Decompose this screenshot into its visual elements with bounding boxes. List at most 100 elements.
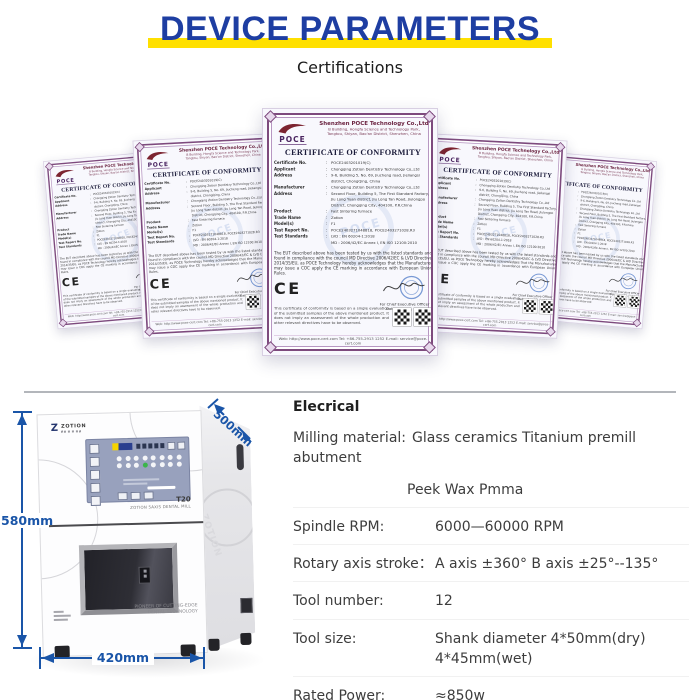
signature-squiggle — [608, 277, 638, 283]
cert-field-row: Address:Second Floor, Building 5, The Fi… — [274, 191, 431, 208]
certificate-content: POCE POCE Shenzhen POCE Technology Co.,L… — [426, 143, 562, 334]
spec-label: Milling material: — [293, 430, 406, 446]
cert-mid-row: CE For Chief Executive Officer Date : Ap… — [274, 275, 431, 311]
cert-field-separator: : — [326, 160, 328, 166]
company-address: B Building, Hongfa Science and Technolog… — [328, 127, 420, 132]
certificate-header: POCE Shenzhen POCE Technology Co.,Ltd B … — [435, 143, 562, 170]
certificate: POCE POCE Shenzhen POCE Technology Co.,L… — [416, 133, 568, 339]
cert-field-separator: : — [326, 166, 328, 172]
z-logo-icon: Z — [50, 422, 59, 435]
cert-field-row: Trade Name:Zotion — [274, 215, 431, 221]
qr-code-icon — [413, 307, 431, 327]
cert-field-row: Address:9-6, Building 5, No. 69, Jiuchen… — [274, 173, 431, 185]
qr-code-icon — [613, 293, 628, 308]
cert-footer: This certificate of conformity is based … — [274, 306, 431, 335]
spec-rows: Milling material:Glass ceramics Titanium… — [293, 419, 689, 700]
cert-field-separator: : — [326, 173, 328, 178]
section-subtitle: Certifications — [297, 58, 403, 77]
cert-field-separator: : — [326, 227, 328, 233]
qr-code-icon — [245, 293, 262, 310]
spec-value: 12 — [435, 593, 453, 610]
panel-text-line — [123, 478, 160, 482]
power-port-icon — [240, 598, 252, 613]
cert-footer-text: This certificate of conformity is based … — [274, 306, 389, 325]
certificate-image-4: POCE POCE Shenzhen POCE Technology Co.,L… — [416, 133, 568, 339]
certificate: POCE POCE Shenzhen POCE Technology Co.,L… — [132, 133, 284, 339]
eagle-icon — [278, 124, 306, 134]
certificate-header: POCE Shenzhen POCE Technology Co.,Ltd B … — [52, 159, 161, 186]
qr-code-icon — [392, 307, 412, 327]
cert-field-label: Test Standards — [274, 234, 308, 239]
cert-field-row: Test Report No.:POCE2403271048818, POCE2… — [274, 227, 431, 233]
qr-codes — [613, 293, 642, 315]
certificate-border: POCE POCE Shenzhen POCE Technology Co.,L… — [420, 137, 564, 335]
stamp-icon — [383, 275, 425, 300]
qr-code-icon — [627, 294, 642, 309]
spec-value: 6000—60000 RPM — [435, 518, 564, 535]
header: DEVICE PARAMETERS Certifications — [0, 0, 700, 77]
cert-field-row: Product:Fast Sintering furnace — [274, 209, 431, 215]
panel-side-buttons — [89, 443, 101, 507]
window-latch-icon — [138, 566, 151, 584]
certificate: POCE POCE Shenzhen POCE Technology Co.,L… — [262, 108, 438, 356]
logo-text: POCE — [279, 135, 306, 144]
spec-value: Glass ceramics Titanium premill abutment — [293, 430, 637, 467]
certificate-border: POCE POCE Shenzhen POCE Technology Co.,L… — [267, 113, 433, 351]
spec-label: Spindle RPM: — [293, 518, 385, 535]
signature-block: For Chief Executive Officer Date : Apr 0… — [510, 271, 555, 302]
cert-field-row: Manufacturer:Chongqing Zotion Dentistry … — [274, 185, 431, 191]
cert-fields: Certificate No.:POCE2403201019(C)Applica… — [144, 175, 274, 254]
control-panel — [85, 436, 191, 507]
poce-watermark-icon: POCE — [323, 195, 394, 266]
stamp-icon — [608, 273, 638, 290]
cert-field-label: Product — [274, 209, 292, 214]
cert-field-row: Test Standards:LVD : EN 60204-1:2018 — [274, 234, 431, 240]
poce-logo-icon: POCE — [143, 148, 174, 170]
cert-field-value: Second Floor, Building 5, The First Stan… — [331, 191, 430, 208]
cert-field-row: Model(s):F1 — [274, 221, 431, 227]
cert-field-label: Address — [274, 173, 293, 178]
cert-field-label: Address — [274, 191, 293, 196]
poce-logo-icon: POCE — [435, 143, 466, 165]
cert-field-label: Applicant — [274, 166, 296, 172]
certificate-image-2: POCE POCE Shenzhen POCE Technology Co.,L… — [132, 133, 284, 339]
brand-subtext — [61, 430, 82, 433]
cert-field-value: F1 — [331, 221, 336, 227]
title-block: DEVICE PARAMETERS — [0, 8, 700, 52]
spec-value: Shank diameter 4*50mm(dry) 4*45mm(wet) — [435, 630, 646, 668]
cert-field-separator: : — [326, 215, 328, 220]
section-divider — [24, 391, 676, 393]
spec-row: Milling material:Glass ceramics Titanium… — [293, 419, 689, 508]
signature-line1: For Chief Executive Officer — [379, 302, 430, 307]
cert-mid-row: CE For Chief Executive Officer Date : Ap… — [534, 265, 643, 298]
eagle-icon — [55, 170, 74, 178]
cert-field-separator: : — [326, 234, 328, 239]
panel-slider — [147, 485, 176, 490]
certificate-header: POCE Shenzhen POCE Technology Co.,Ltd B … — [274, 120, 431, 146]
spec-row: Rotary axis stroke：A axis ±360° B axis ±… — [293, 545, 689, 583]
qr-code-icon — [538, 298, 555, 315]
cert-field-label — [274, 240, 326, 246]
model-label: T20 ZOTION 5AXIS DENTAL MILL — [130, 495, 191, 510]
spec-label: Rotary axis stroke： — [293, 556, 433, 573]
cert-field-label: Manufacturer — [274, 185, 305, 190]
cert-field-value: POCE2403201019(C) — [331, 160, 371, 166]
cert-field-value: MD : 2006/42/EC Annex I, EN ISO 12100:20… — [331, 240, 417, 245]
machine-foot — [54, 645, 70, 660]
cert-field-row: MD : 2006/42/EC Annex I, EN ISO 12100:20… — [274, 240, 431, 246]
cert-field-separator: : — [326, 191, 328, 196]
cert-field-value: 9-6, Building 5, No. 69, Jiucheng road, … — [331, 173, 420, 184]
cert-mid-row: CE For Chief Executive Officer Date : Ap… — [428, 267, 556, 302]
company-address: Tangtou, Shiyan, Bao'an District, Shenzh… — [327, 131, 421, 137]
certificate-image-3: POCE POCE Shenzhen POCE Technology Co.,L… — [262, 108, 438, 356]
spec-row: Spindle RPM: 6000—60000 RPM — [293, 508, 689, 546]
logo-text: POCE — [147, 160, 169, 169]
border-ornament — [632, 318, 642, 328]
signature-squiggle — [515, 279, 550, 285]
qr-code-icon — [521, 298, 538, 315]
cert-field-row: Applicant:Chongqing Zotion Dentistry Tec… — [274, 166, 431, 172]
side-logo-ring-icon: ZOTION — [197, 488, 256, 547]
cert-field-separator: : — [326, 185, 328, 190]
spec-label: Rated Power: — [293, 688, 386, 700]
